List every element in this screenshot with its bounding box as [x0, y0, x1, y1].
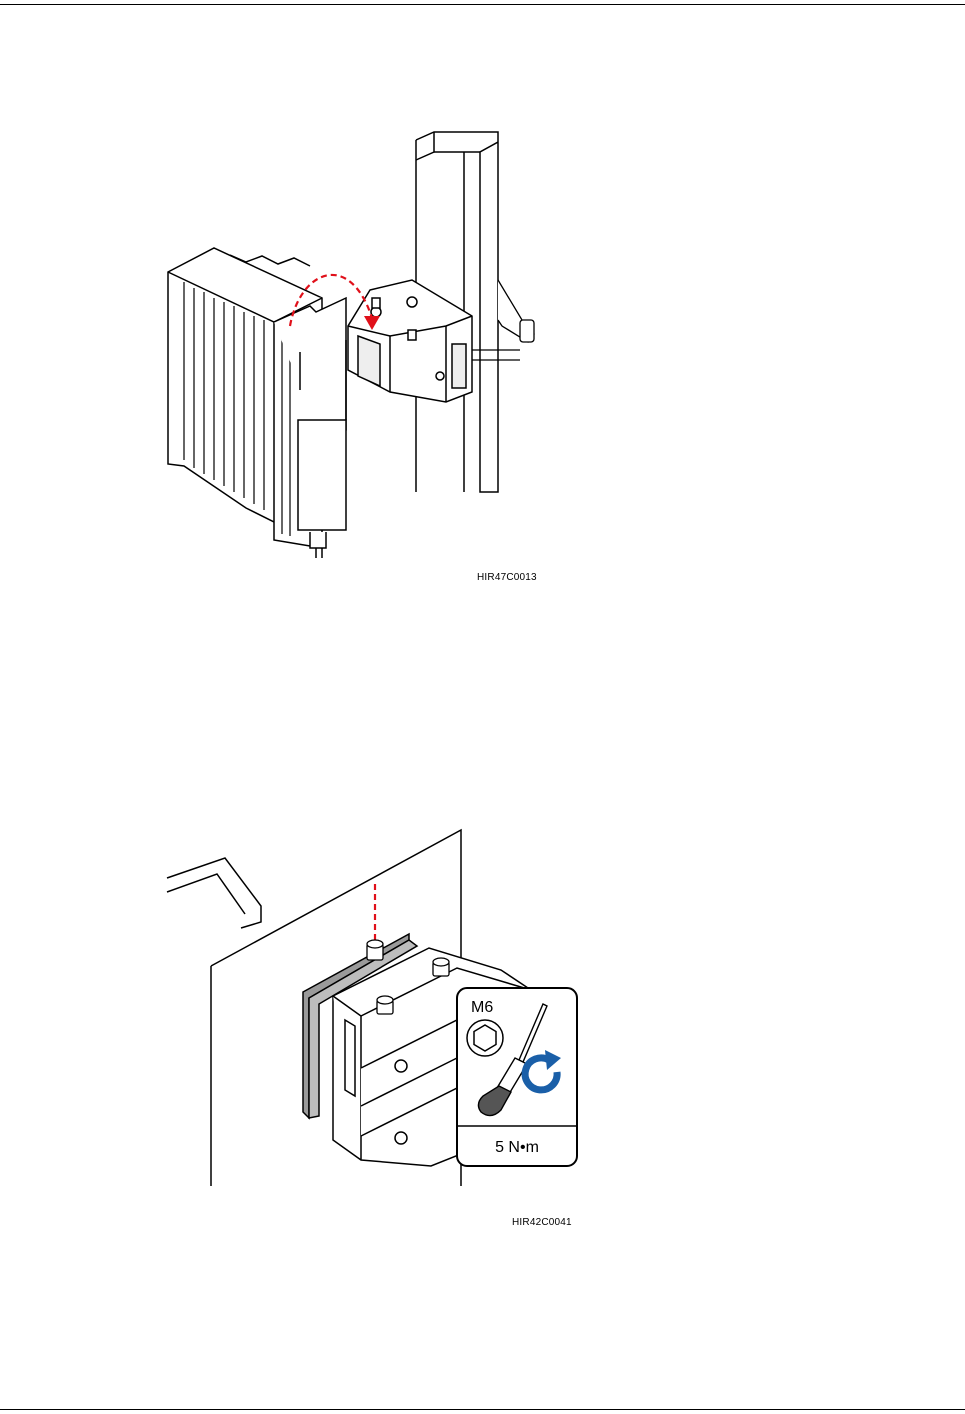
torque-callout: M6 5 N•m	[457, 988, 577, 1166]
bolt-size-label: M6	[471, 999, 493, 1016]
footer-rule	[0, 1409, 965, 1410]
rru-module	[168, 248, 346, 558]
figure-1-caption: HIR47C0013	[477, 572, 537, 583]
figure-tighten-bolt: M6 5 N•m	[165, 820, 595, 1200]
hex-bolt-icon	[467, 1020, 503, 1056]
figure-module-on-pole	[150, 130, 570, 560]
illustration-tighten-bolt: M6 5 N•m	[165, 820, 595, 1200]
mounting-bracket	[348, 280, 472, 402]
header-rule	[0, 4, 965, 5]
figure-2-caption: HIR42C0041	[512, 1217, 572, 1228]
illustration-module-pole	[150, 130, 570, 560]
torque-value: 5 N•m	[495, 1139, 539, 1156]
